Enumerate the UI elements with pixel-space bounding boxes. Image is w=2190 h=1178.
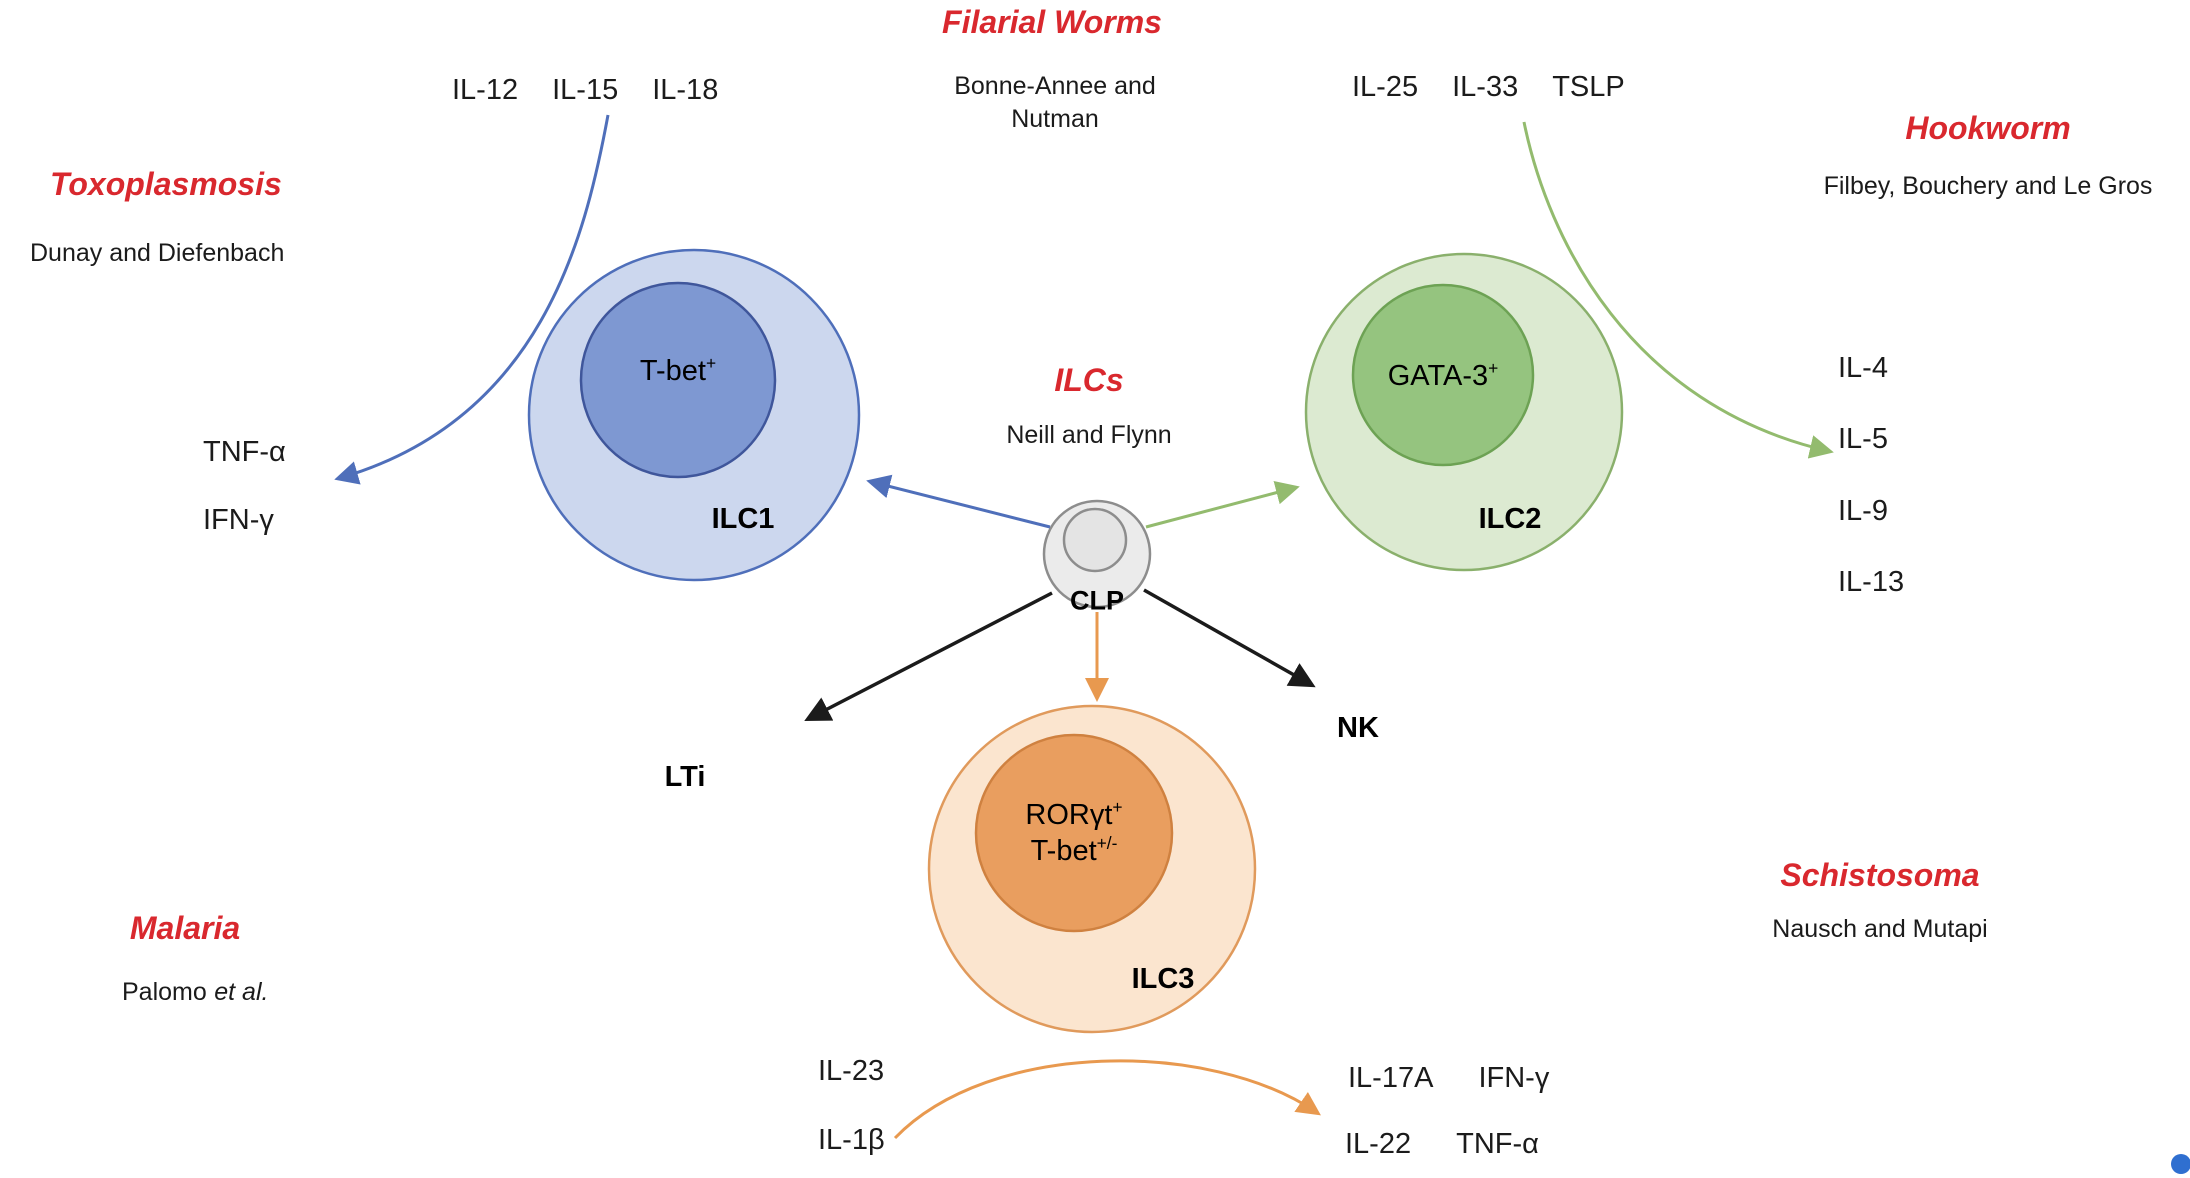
clp-to-nk-arrow [1143, 588, 1316, 688]
ilc2-output-cytokines: IL-4 IL-5 IL-9 IL-13 [1838, 352, 1904, 599]
clp-cell-label: CLP [1070, 585, 1124, 616]
section-title-ilcs: ILCs [1054, 362, 1124, 398]
tf-superscript: + [1112, 797, 1123, 818]
cytokine-label: IL-9 [1838, 494, 1888, 527]
ilc2-inner-circle [1351, 283, 1535, 467]
cytokine-label: TNF-α [1456, 1128, 1539, 1160]
section-title-hookworm: Hookworm [1905, 110, 2071, 146]
ilc3-cell-label: ILC3 [1131, 963, 1195, 996]
ilc3-tf-line2: T-bet+/- [1025, 833, 1122, 869]
lti-cell-label: LTi [664, 761, 706, 794]
author-etal: et al. [214, 978, 269, 1006]
ilc2-input-cytokines: IL-25 IL-33 TSLP [1352, 71, 1625, 104]
clp-to-lti-arrow [804, 591, 1053, 721]
clp-to-ilc1-arrow [866, 474, 1051, 529]
cytokine-label: IL-18 [652, 74, 719, 106]
cytokine-label: IL-12 [452, 74, 519, 106]
cytokine-label: IL-22 [1345, 1128, 1412, 1160]
nk-cell-label: NK [1337, 712, 1379, 745]
clp-to-ilc2-arrow [1145, 480, 1300, 529]
section-title-malaria: Malaria [129, 910, 241, 946]
ilc3-output-cytokines-row2: IL-22 TNF-α [1345, 1128, 1539, 1161]
section-authors-filarial-worms: Bonne-Annee and Nutman [954, 72, 1156, 133]
author-name: Palomo [122, 978, 207, 1006]
ilc1-cytokine-input-arrow [334, 114, 610, 485]
ilc3-input-cytokines: IL-23 IL-1β [818, 1055, 885, 1158]
ilc1-output-cytokines: TNF-α IFN-γ [203, 436, 286, 538]
cytokine-label: TSLP [1552, 71, 1625, 103]
ilc3-inner-circle [974, 733, 1174, 933]
cytokine-label: IL-1β [818, 1124, 885, 1157]
ilc3-transcription-factors: RORγt+ T-bet+/- [1025, 797, 1122, 870]
tf-superscript: + [1488, 358, 1499, 379]
tf-base: T-bet [1030, 835, 1097, 867]
cytokine-label: IL-25 [1352, 71, 1419, 103]
cytokine-label: IL-17A [1348, 1062, 1434, 1094]
cytokine-label: IL-13 [1838, 566, 1905, 599]
ilc1-transcription-factor: T-bet+ [640, 353, 716, 389]
ilc3-output-cytokines-row1: IL-17A IFN-γ [1348, 1062, 1549, 1095]
corner-logo-dot [2171, 1154, 2190, 1174]
section-title-schistosoma: Schistosoma [1780, 857, 1980, 893]
tf-base: T-bet [639, 354, 706, 387]
tf-superscript: + [705, 353, 717, 374]
cytokine-label: IL-15 [552, 74, 619, 106]
ilc1-input-cytokines: IL-12 IL-15 IL-18 [452, 74, 718, 107]
section-authors-toxoplasmosis: Dunay and Diefenbach [30, 239, 285, 267]
section-title-filarial-worms: Filarial Worms [942, 4, 1162, 40]
section-authors-ilcs: Neill and Flynn [1006, 421, 1172, 449]
section-title-toxoplasmosis: Toxoplasmosis [50, 166, 282, 202]
cytokine-label: IL-4 [1838, 352, 1888, 384]
section-authors-hookworm: Filbey, Bouchery and Le Gros [1823, 172, 2153, 200]
tf-base: GATA-3 [1387, 359, 1489, 392]
cytokine-label: IL-33 [1452, 71, 1519, 103]
tf-superscript: +/- [1096, 833, 1118, 854]
clp-inner-circle [1062, 507, 1128, 573]
ilc3-cytokine-output-arrow [893, 1059, 1321, 1140]
ilc3-tf-line1: RORγt+ [1025, 797, 1122, 833]
ilc2-transcription-factor: GATA-3+ [1388, 358, 1499, 394]
ilc2-cell-label: ILC2 [1478, 503, 1542, 536]
cytokine-label: IFN-γ [1478, 1062, 1550, 1094]
cytokine-label: TNF-α [203, 436, 286, 468]
ilc1-cell-label: ILC1 [711, 503, 775, 536]
ilc2-cytokine-input-arrow [1522, 121, 1834, 459]
ilc1-inner-circle [579, 281, 777, 479]
cytokine-label: IFN-γ [203, 504, 274, 537]
section-authors-schistosoma: Nausch and Mutapi [1772, 915, 1988, 943]
cytokine-label: IL-5 [1838, 423, 1888, 456]
tf-base: RORγt [1025, 798, 1113, 831]
cytokine-label: IL-23 [818, 1055, 885, 1087]
